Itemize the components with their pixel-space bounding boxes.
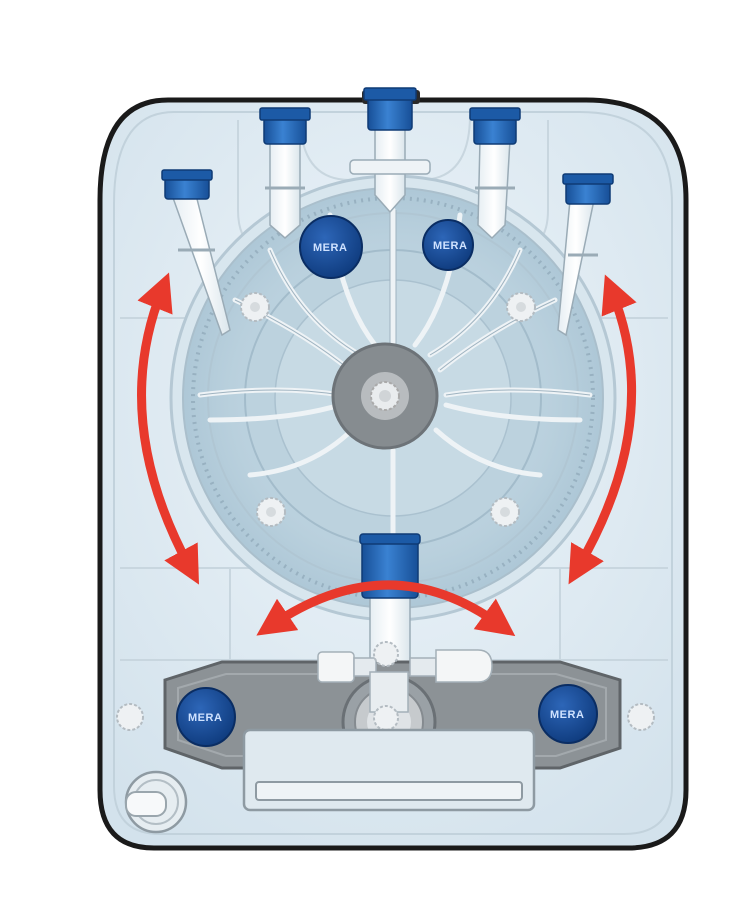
tube-left: [259, 107, 311, 239]
rotation-arrows: [137, 272, 637, 637]
badge-lower-left: MERA: [176, 687, 236, 747]
tube-right: [469, 107, 521, 240]
badge-lower-right: MERA: [538, 684, 598, 744]
badge-upper-right-logo: MERA: [433, 240, 467, 252]
housing-inner-rim: [113, 111, 673, 835]
hub-screw: [370, 381, 400, 411]
right-connector: [409, 649, 493, 683]
arrow-bottom-swing: [256, 580, 516, 637]
bottom-tray-slot: [255, 781, 523, 801]
drum-screw-centers: [250, 302, 526, 517]
bottom-left-plug: [124, 770, 188, 834]
arrow-right-swing: [568, 274, 637, 585]
badge-lower-right-logo: MERA: [550, 709, 584, 721]
arrow-left-swing: [137, 272, 199, 585]
badge-upper-left-logo: MERA: [313, 242, 347, 254]
side-screws: [116, 703, 655, 731]
badge-upper-left: MERA: [299, 215, 363, 279]
badge-upper-right: MERA: [422, 219, 474, 271]
tube-center: [349, 87, 431, 214]
tube-far-right: [557, 173, 614, 337]
valve-screws: [373, 641, 399, 731]
badge-lower-left-logo: MERA: [188, 712, 222, 724]
tube-far-left: [161, 169, 231, 337]
